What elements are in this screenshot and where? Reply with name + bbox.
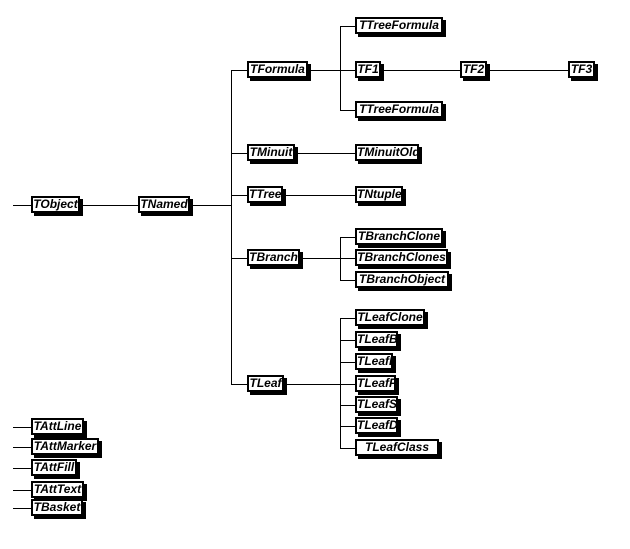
connector-line-horizontal <box>80 205 138 206</box>
class-node-tbranch[interactable]: TBranch <box>247 249 300 266</box>
connector-line-horizontal <box>340 237 355 238</box>
connector-line-horizontal <box>340 340 355 341</box>
class-node-tleafb[interactable]: TLeafB <box>355 331 398 348</box>
connector-line-horizontal <box>231 258 247 259</box>
connector-line-vertical <box>340 237 341 280</box>
connector-line-horizontal <box>340 110 355 111</box>
class-node-tbranchclone[interactable]: TBranchClone <box>355 228 443 245</box>
class-node-tminuitold[interactable]: TMinuitOld <box>355 144 419 161</box>
class-node-tformula[interactable]: TFormula <box>247 61 308 78</box>
class-node-tattmarker[interactable]: TAttMarker <box>31 438 99 455</box>
class-node-tnamed[interactable]: TNamed <box>138 196 190 213</box>
connector-line-horizontal <box>13 447 31 448</box>
class-node-tleafclone[interactable]: TLeafClone <box>355 309 425 326</box>
class-node-tbranchobject[interactable]: TBranchObject <box>355 271 449 288</box>
class-node-tminuit[interactable]: TMinuit <box>247 144 295 161</box>
class-node-tleafi[interactable]: TLeafI <box>355 353 393 370</box>
class-node-tleafclass[interactable]: TLeafClass <box>355 439 439 456</box>
class-node-tattfill[interactable]: TAttFill <box>31 459 77 476</box>
connector-line-horizontal <box>13 205 31 206</box>
connector-line-horizontal <box>231 153 247 154</box>
class-node-tbranchclones[interactable]: TBranchClones <box>355 249 448 266</box>
class-node-tobject[interactable]: TObject <box>31 196 80 213</box>
class-node-tleafd[interactable]: TLeafD <box>355 417 398 434</box>
connector-line-horizontal <box>340 362 355 363</box>
class-node-tleaff[interactable]: TLeafF <box>355 375 396 392</box>
connector-line-horizontal <box>340 426 355 427</box>
connector-line-horizontal <box>295 153 355 154</box>
connector-line-vertical <box>340 26 341 110</box>
connector-line-horizontal <box>308 70 355 71</box>
class-node-ttreeformula-1[interactable]: TTreeFormula <box>355 17 443 34</box>
class-node-tf1[interactable]: TF1 <box>355 61 381 78</box>
connector-line-horizontal <box>340 318 355 319</box>
connector-line-horizontal <box>190 205 232 206</box>
class-node-tleaf[interactable]: TLeaf <box>247 375 284 392</box>
connector-line-vertical <box>340 318 341 448</box>
connector-line-horizontal <box>340 448 355 449</box>
class-node-tleafs[interactable]: TLeafS <box>355 396 398 413</box>
class-node-tatttext[interactable]: TAttText <box>31 481 84 498</box>
connector-line-horizontal <box>231 384 247 385</box>
class-node-tbasket[interactable]: TBasket <box>31 499 83 516</box>
connector-line-horizontal <box>300 258 355 259</box>
connector-line-vertical <box>231 70 232 384</box>
connector-line-horizontal <box>13 427 31 428</box>
connector-line-horizontal <box>283 195 355 196</box>
class-node-tf3[interactable]: TF3 <box>568 61 595 78</box>
connector-line-horizontal <box>340 26 355 27</box>
connector-line-horizontal <box>284 384 355 385</box>
connector-line-horizontal <box>13 468 31 469</box>
class-node-tattline[interactable]: TAttLine <box>31 418 84 435</box>
connector-line-horizontal <box>231 195 247 196</box>
connector-line-horizontal <box>13 508 31 509</box>
class-node-ttreeformula-2[interactable]: TTreeFormula <box>355 101 443 118</box>
connector-line-horizontal <box>231 70 247 71</box>
class-node-ttree[interactable]: TTree <box>247 186 283 203</box>
connector-line-horizontal <box>487 70 568 71</box>
class-node-tntuple[interactable]: TNtuple <box>355 186 403 203</box>
connector-line-horizontal <box>13 490 31 491</box>
connector-line-horizontal <box>381 70 460 71</box>
connector-line-horizontal <box>340 405 355 406</box>
connector-line-horizontal <box>340 280 355 281</box>
class-node-tf2[interactable]: TF2 <box>460 61 487 78</box>
